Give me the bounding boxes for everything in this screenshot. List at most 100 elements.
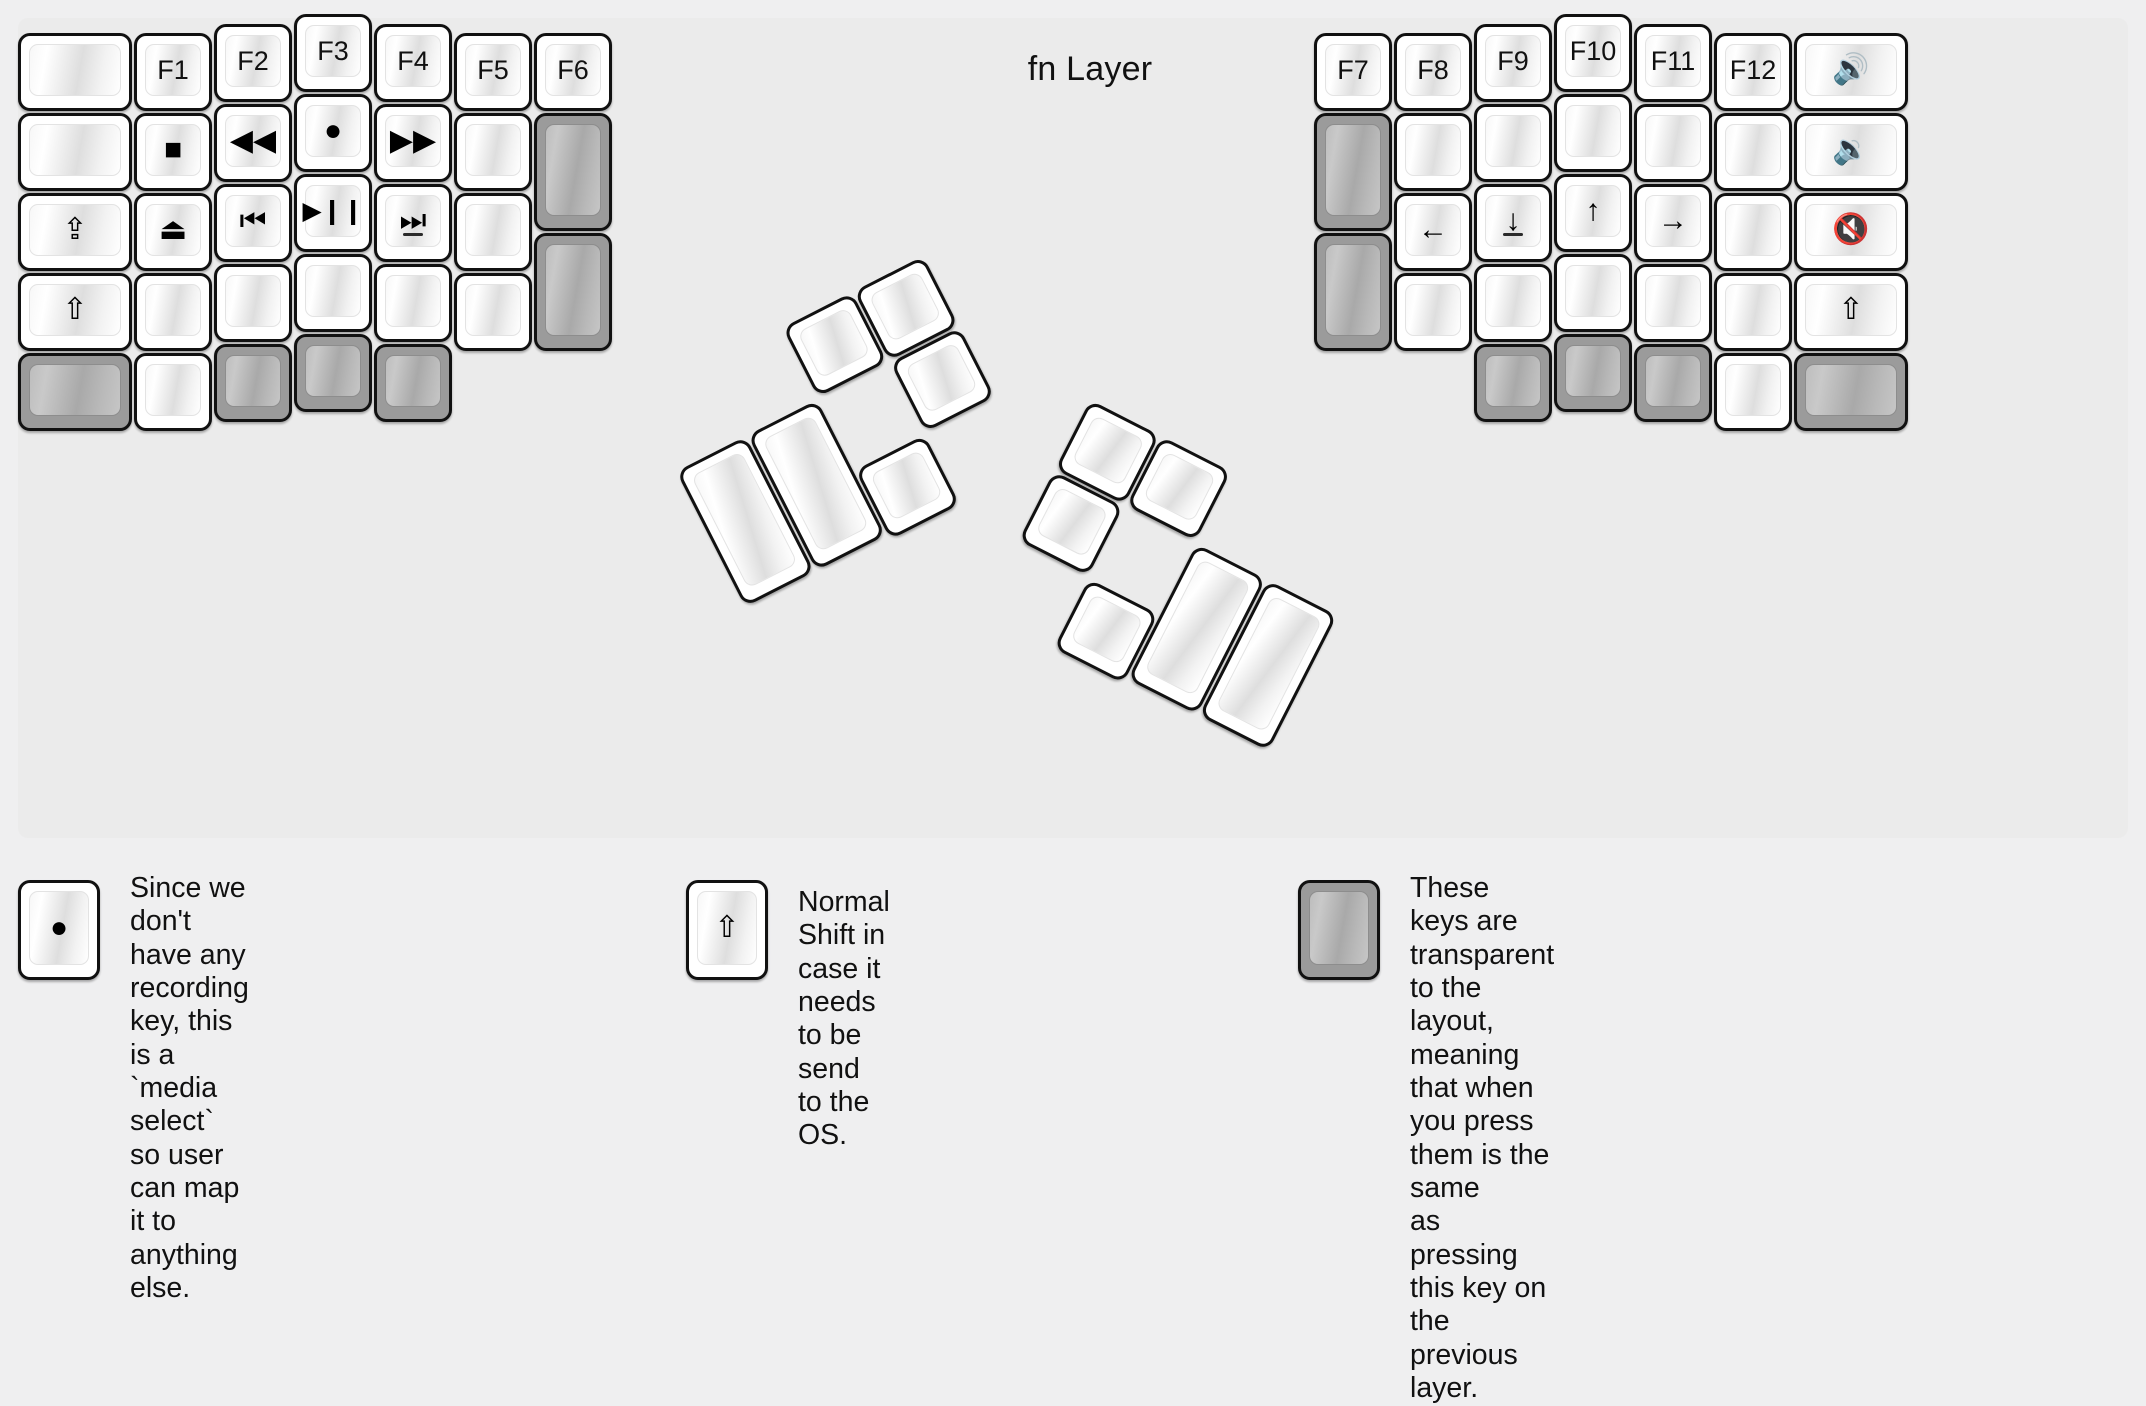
key-mute[interactable]: 🔇 — [1794, 193, 1908, 271]
key-volume-up[interactable]: 🔊 — [1794, 33, 1908, 111]
key-blank-f3c-r4[interactable] — [294, 254, 372, 332]
key-media-fastforward[interactable]: ▶▶ — [374, 104, 452, 182]
legend-transparent-swatch — [1298, 880, 1380, 980]
key-transparent-f9c-r5[interactable] — [1474, 344, 1552, 422]
key-transparent-f2c-r5[interactable] — [214, 344, 292, 422]
keycap-face: F8 — [1405, 44, 1461, 96]
keycap-face: ● — [29, 891, 89, 965]
key-blank-f9c-r2[interactable] — [1474, 104, 1552, 182]
keycap-face: F10 — [1565, 25, 1621, 77]
key-arrow-left[interactable]: ← — [1394, 193, 1472, 271]
key-blank-f1c-r4[interactable] — [134, 273, 212, 351]
key-media-record[interactable]: ● — [294, 94, 372, 172]
key-blank-f1c-r5[interactable] — [134, 353, 212, 431]
legend-record-key: ● — [18, 880, 100, 980]
key-blank-f5c-r2[interactable] — [454, 113, 532, 191]
key-blank-f12c-r4[interactable] — [1714, 273, 1792, 351]
key-arrow-right[interactable]: → — [1634, 184, 1712, 262]
keycap-face: ▶❙❙ — [302, 185, 364, 237]
key-transparent-f4c-r5[interactable] — [374, 344, 452, 422]
keycap-face: F2 — [225, 35, 281, 87]
key-transparent-f6c-r3[interactable] — [534, 233, 612, 351]
key-f10[interactable]: F10 — [1554, 14, 1632, 92]
key-media-stop[interactable]: ■ — [134, 113, 212, 191]
key-transparent-f11c-r5[interactable] — [1634, 344, 1712, 422]
key-blank-f4c-r4[interactable] — [374, 264, 452, 342]
key-blank-f10c-r4[interactable] — [1554, 254, 1632, 332]
key-blank-f5c-r4[interactable] — [454, 273, 532, 351]
key-f3[interactable]: F3 — [294, 14, 372, 92]
key-transparent-outer-r5[interactable] — [1794, 353, 1908, 431]
key-glyph-icon: 🔇 — [1832, 213, 1870, 246]
key-arrow-up[interactable]: ↑ — [1554, 174, 1632, 252]
key-glyph-icon: → — [1658, 204, 1688, 237]
keycap-face: F7 — [1325, 44, 1381, 96]
key-glyph-icon: ▶▶ — [389, 124, 437, 157]
key-media-eject[interactable]: ⏏ — [134, 193, 212, 271]
key-blank-f11c-r2[interactable] — [1634, 104, 1712, 182]
key-label: F8 — [1417, 54, 1449, 85]
keycap-face — [145, 284, 201, 336]
key-media-rewind[interactable]: ◀◀ — [214, 104, 292, 182]
key-f8[interactable]: F8 — [1394, 33, 1472, 111]
key-blank-f10c-r2[interactable] — [1554, 94, 1632, 172]
key-transparent-f6c-r2[interactable] — [534, 113, 612, 231]
key-f12[interactable]: F12 — [1714, 33, 1792, 111]
key-blank-r1[interactable] — [18, 33, 132, 111]
key-transparent-r5[interactable] — [18, 353, 132, 431]
keycap-face: ◀◀ — [225, 115, 281, 167]
keycap-face — [1071, 414, 1145, 487]
key-shift-right[interactable]: ⇧ — [1794, 273, 1908, 351]
key-f7[interactable]: F7 — [1314, 33, 1392, 111]
key-volume-down[interactable]: 🔉 — [1794, 113, 1908, 191]
key-transparent-f10c-r5[interactable] — [1554, 334, 1632, 412]
keycap-face: ▶▶ — [385, 115, 441, 167]
keycap-face: 🔇 — [1805, 204, 1897, 256]
key-f2[interactable]: F2 — [214, 24, 292, 102]
keycap-face: → — [1645, 195, 1701, 247]
key-media-playpause[interactable]: ▶❙❙ — [294, 174, 372, 252]
key-glyph-icon: ⇧ — [714, 911, 740, 944]
keycap-face — [465, 124, 521, 176]
key-f11[interactable]: F11 — [1634, 24, 1712, 102]
keycap-face — [385, 355, 441, 407]
key-label: F1 — [157, 54, 189, 85]
key-blank-r2[interactable] — [18, 113, 132, 191]
key-blank-f8c-r2[interactable] — [1394, 113, 1472, 191]
keycap-face — [1725, 364, 1781, 416]
key-blank-f8c-r4[interactable] — [1394, 273, 1472, 351]
key-blank-f9c-r4[interactable] — [1474, 264, 1552, 342]
key-f5[interactable]: F5 — [454, 33, 532, 111]
keycap-face — [29, 364, 121, 416]
key-f6[interactable]: F6 — [534, 33, 612, 111]
keycap-face — [29, 124, 121, 176]
key-blank-f12c-r2[interactable] — [1714, 113, 1792, 191]
key-f9[interactable]: F9 — [1474, 24, 1552, 102]
key-glyph-icon: ● — [323, 114, 343, 147]
key-shift[interactable]: ⇧ — [18, 273, 132, 351]
key-media-prev[interactable]: ⏮ — [214, 184, 292, 262]
key-f4[interactable]: F4 — [374, 24, 452, 102]
key-glyph-icon: ■ — [163, 133, 183, 166]
keycap-face: ⇧ — [29, 284, 121, 336]
homing-bar-icon — [403, 233, 423, 236]
key-blank-f5c-r3[interactable] — [454, 193, 532, 271]
key-blank-f12c-r5[interactable] — [1714, 353, 1792, 431]
key-f1[interactable]: F1 — [134, 33, 212, 111]
key-arrow-down[interactable]: ↓ — [1474, 184, 1552, 262]
key-blank-f12c-r3[interactable] — [1714, 193, 1792, 271]
key-media-next[interactable]: ⏭ — [374, 184, 452, 262]
key-transparent-f7c-r3[interactable] — [1314, 233, 1392, 351]
key-transparent-f3c-r5[interactable] — [294, 334, 372, 412]
keycap-face — [465, 284, 521, 336]
key-blank-f11c-r4[interactable] — [1634, 264, 1712, 342]
keycap-face — [868, 270, 942, 343]
key-blank-f2c-r4[interactable] — [214, 264, 292, 342]
keycap-face — [1565, 265, 1621, 317]
key-glyph-icon: ⇪ — [62, 213, 88, 246]
key-glyph-icon: 🔊 — [1832, 53, 1870, 86]
keycap-face — [225, 355, 281, 407]
key-capslock[interactable]: ⇪ — [18, 193, 132, 271]
key-transparent-f7c-r2[interactable] — [1314, 113, 1392, 231]
key-glyph-icon: ⏮ — [239, 204, 267, 237]
